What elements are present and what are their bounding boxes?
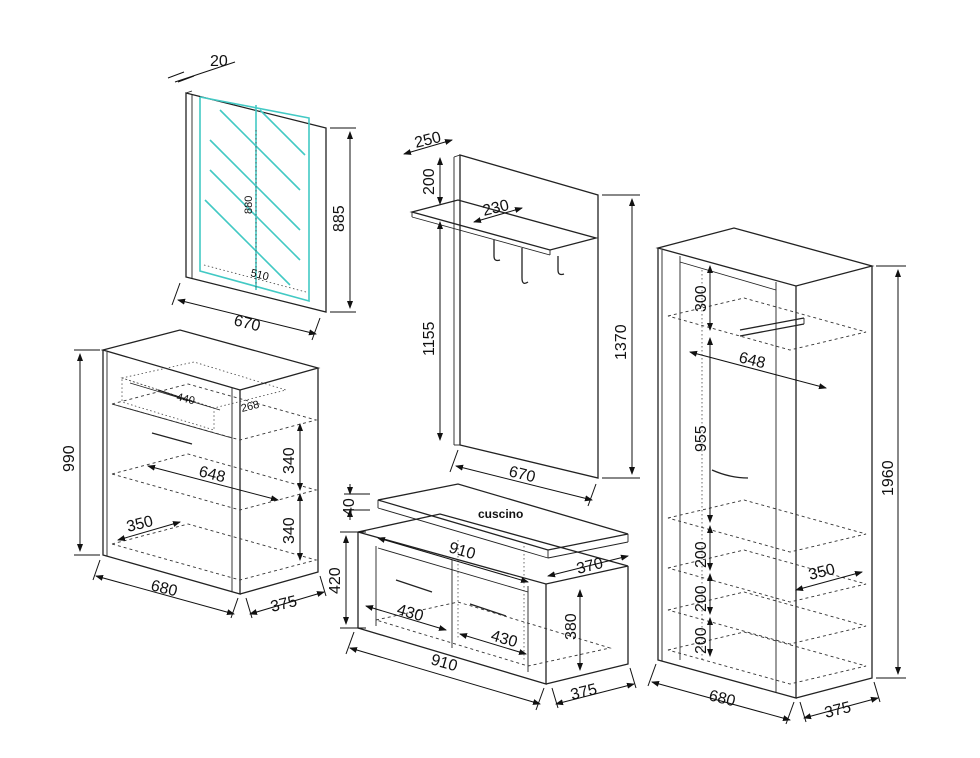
coat-panel-unit: 250 200 230 1155 1370 670: [403, 129, 640, 507]
cabinet-shelf-width-label: 648: [197, 463, 227, 486]
cabinet-inner-depth-label: 350: [125, 513, 155, 536]
bench-width-label: 910: [429, 652, 459, 676]
cabinet-width-label: 680: [149, 577, 179, 600]
cabinet-shelf-spacing-lower-label: 340: [281, 517, 298, 544]
mirror-height-label: 885: [331, 205, 348, 232]
wardrobe-width-label: 680: [707, 687, 737, 710]
wardrobe-hanging-space-label: 955: [693, 425, 710, 452]
bench-unit: cuscino 40 420 910 370 430 430 380: [327, 483, 637, 711]
panel-shelf-depth-label: 230: [481, 197, 511, 220]
wardrobe-inner-depth-label: 350: [807, 561, 837, 584]
wardrobe-shelf-spacing-3-label: 200: [693, 627, 710, 654]
wardrobe-depth-label: 375: [823, 699, 853, 722]
panel-shelf-position-label: 1155: [421, 321, 438, 356]
bench-cushion-thickness-label: 40: [341, 498, 358, 516]
hanging-rail-icon: [739, 317, 805, 337]
mirror-width-label: 670: [232, 312, 262, 335]
coat-hook-icon: [493, 240, 565, 284]
wardrobe-shelf-spacing-1-label: 200: [693, 541, 710, 568]
wardrobe-top-spacing-label: 300: [693, 285, 710, 312]
wardrobe-rail-width-label: 648: [737, 349, 767, 372]
mirror-glass-height-label: 880: [243, 196, 255, 214]
wardrobe-height-label: 1960: [880, 460, 897, 496]
bench-top-depth-label: 370: [575, 555, 605, 578]
mirror-thickness-label: 20: [210, 53, 228, 70]
bench-drawer-height-label: 380: [563, 613, 580, 640]
mirror-unit: 20 885 880 510 670: [167, 53, 356, 341]
bench-depth-label: 375: [569, 681, 599, 704]
cabinet-shelf-spacing-upper-label: 340: [281, 447, 298, 474]
cabinet-depth-label: 375: [269, 593, 299, 616]
bench-drawer-left-width-label: 430: [395, 602, 425, 626]
mirror-glass-width-label: 510: [249, 267, 270, 283]
cabinet-height-label: 990: [61, 445, 78, 472]
bench-drawer-right-width-label: 430: [489, 628, 519, 652]
panel-shelf-height-label: 200: [421, 168, 438, 195]
wardrobe-unit: 300 648 955 200 200 200 350 1960 680 375: [647, 227, 906, 725]
bench-height-label: 420: [327, 567, 344, 594]
shoe-cabinet-unit: 990 440 268 340 340 648 350 680 375: [61, 329, 327, 619]
panel-width-label: 670: [507, 463, 537, 486]
bench-top-width-label: 910: [447, 540, 477, 564]
panel-depth-label: 250: [413, 129, 443, 152]
cabinet-drawer-width-label: 440: [175, 391, 196, 407]
panel-height-label: 1370: [613, 324, 630, 360]
bench-cushion-label: cuscino: [478, 507, 523, 521]
cabinet-drawer-depth-label: 268: [240, 399, 261, 415]
wardrobe-shelf-spacing-2-label: 200: [693, 585, 710, 612]
